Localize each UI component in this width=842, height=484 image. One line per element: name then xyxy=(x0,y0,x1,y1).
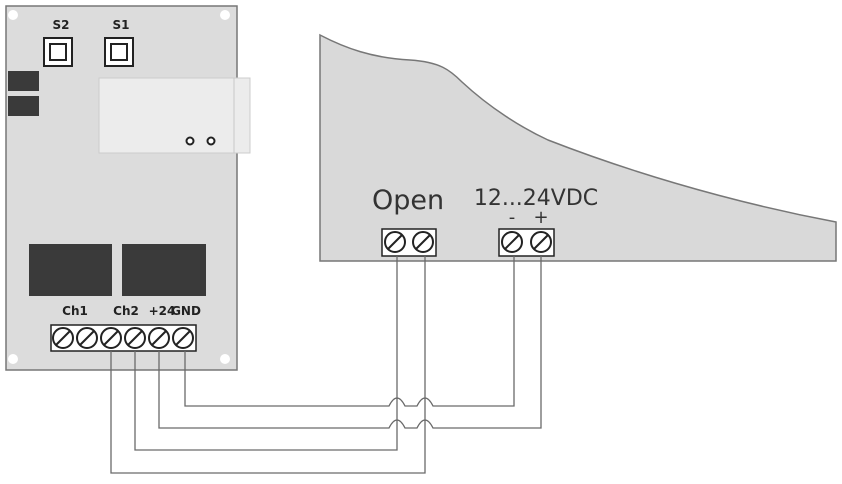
relay-ch2 xyxy=(122,244,206,296)
led-indicator xyxy=(8,71,39,91)
led-indicator xyxy=(8,96,39,116)
mounting-hole xyxy=(8,10,18,20)
control-board: S2 S1 Ch1 Ch2 +24 GND xyxy=(5,5,251,371)
terminal-screw[interactable] xyxy=(172,327,194,349)
button-s1[interactable] xyxy=(104,37,134,67)
terminal-screw[interactable] xyxy=(100,327,122,349)
terminal-screw[interactable] xyxy=(501,231,523,253)
terminal-label-plus24: +24 xyxy=(149,304,176,318)
voltage-label: 12...24VDC xyxy=(474,186,598,211)
button-s2-label: S2 xyxy=(53,18,70,32)
mounting-hole xyxy=(220,354,230,364)
button-s2[interactable] xyxy=(43,37,73,67)
terminal-label-ch2: Ch2 xyxy=(113,304,139,318)
terminal-screw[interactable] xyxy=(384,231,406,253)
terminal-screw[interactable] xyxy=(530,231,552,253)
module-dot xyxy=(185,136,195,146)
operator-device: Open 12...24VDC - + xyxy=(319,33,837,262)
wire-ch1 xyxy=(110,256,426,474)
terminal-block xyxy=(50,324,197,352)
relay-ch1 xyxy=(29,244,112,296)
terminal-screw[interactable] xyxy=(148,327,170,349)
device-housing xyxy=(319,33,837,262)
terminal-label-gnd: GND xyxy=(171,304,201,318)
button-s1-label: S1 xyxy=(113,18,130,32)
terminal-open xyxy=(381,228,437,257)
open-label: Open xyxy=(372,185,444,216)
wire-ch2 xyxy=(134,256,398,451)
wiring xyxy=(110,256,542,474)
plus-label: + xyxy=(533,207,548,228)
terminal-screw[interactable] xyxy=(76,327,98,349)
mounting-hole xyxy=(220,10,230,20)
module-dot xyxy=(206,136,216,146)
terminal-screw[interactable] xyxy=(52,327,74,349)
terminal-screw[interactable] xyxy=(124,327,146,349)
radio-module xyxy=(98,77,251,154)
wire-gnd xyxy=(184,256,515,407)
terminal-screw[interactable] xyxy=(412,231,434,253)
wire-plus24 xyxy=(158,256,542,429)
minus-label: - xyxy=(509,207,516,228)
terminal-power xyxy=(498,228,555,257)
terminal-label-ch1: Ch1 xyxy=(62,304,88,318)
mounting-hole xyxy=(8,354,18,364)
